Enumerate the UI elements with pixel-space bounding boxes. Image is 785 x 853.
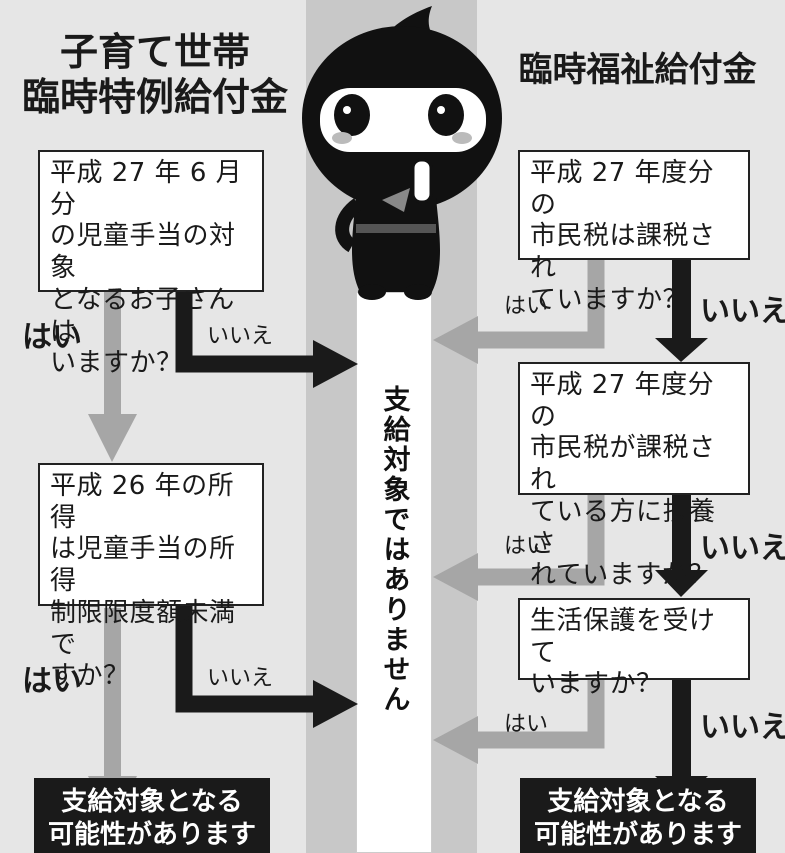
left-result-box: 支給対象となる 可能性があります bbox=[34, 778, 270, 853]
left-yes-label-1: はい bbox=[22, 320, 82, 355]
right-yes-arrow-1 bbox=[433, 260, 605, 364]
right-question-2: 平成 27 年度分の 市民税が課税され ている方に扶養さ れていますか？ bbox=[518, 362, 750, 590]
right-no-arrow-2 bbox=[655, 494, 708, 597]
right-yes-label-3: はい bbox=[504, 712, 549, 737]
left-question-2: 平成 26 年の所得 は児童手当の所得 制限限度額未満で すか？ bbox=[38, 463, 264, 691]
left-no-arrow-2 bbox=[175, 606, 358, 728]
left-yes-label-2: はい bbox=[22, 664, 82, 699]
right-yes-label-2: はい bbox=[504, 534, 549, 559]
left-no-arrow-1 bbox=[175, 290, 358, 388]
right-yes-label-1: はい bbox=[504, 294, 549, 319]
right-no-label-2: いいえ bbox=[700, 531, 785, 566]
right-yes-arrow-2 bbox=[433, 494, 605, 601]
right-no-arrow-1 bbox=[655, 258, 708, 362]
not-eligible-text: 支給対象ではありません bbox=[378, 385, 410, 715]
ninja-mascot-icon bbox=[302, 6, 502, 300]
right-question-3: 生活保護を受けて いますか？ bbox=[518, 598, 750, 699]
right-no-label-1: いいえ bbox=[700, 294, 785, 329]
not-eligible-pillar bbox=[356, 292, 432, 853]
left-question-1: 平成 27 年 6 月分 の児童手当の対象 となるお子さんは いますか？ bbox=[38, 150, 264, 378]
right-question-1: 平成 27 年度分の 市民税は課税され ていますか？ bbox=[518, 150, 750, 315]
left-no-label-2: いいえ bbox=[207, 666, 274, 691]
left-yes-arrow-1 bbox=[88, 291, 137, 462]
left-title: 子育て世帯 臨時特例給付金 bbox=[21, 30, 288, 119]
right-no-label-3: いいえ bbox=[700, 710, 785, 745]
right-title: 臨時福祉給付金 bbox=[518, 50, 757, 90]
right-result-box: 支給対象となる 可能性があります bbox=[520, 778, 756, 853]
right-yes-arrow-3 bbox=[433, 680, 605, 764]
left-no-label-1: いいえ bbox=[207, 324, 274, 349]
